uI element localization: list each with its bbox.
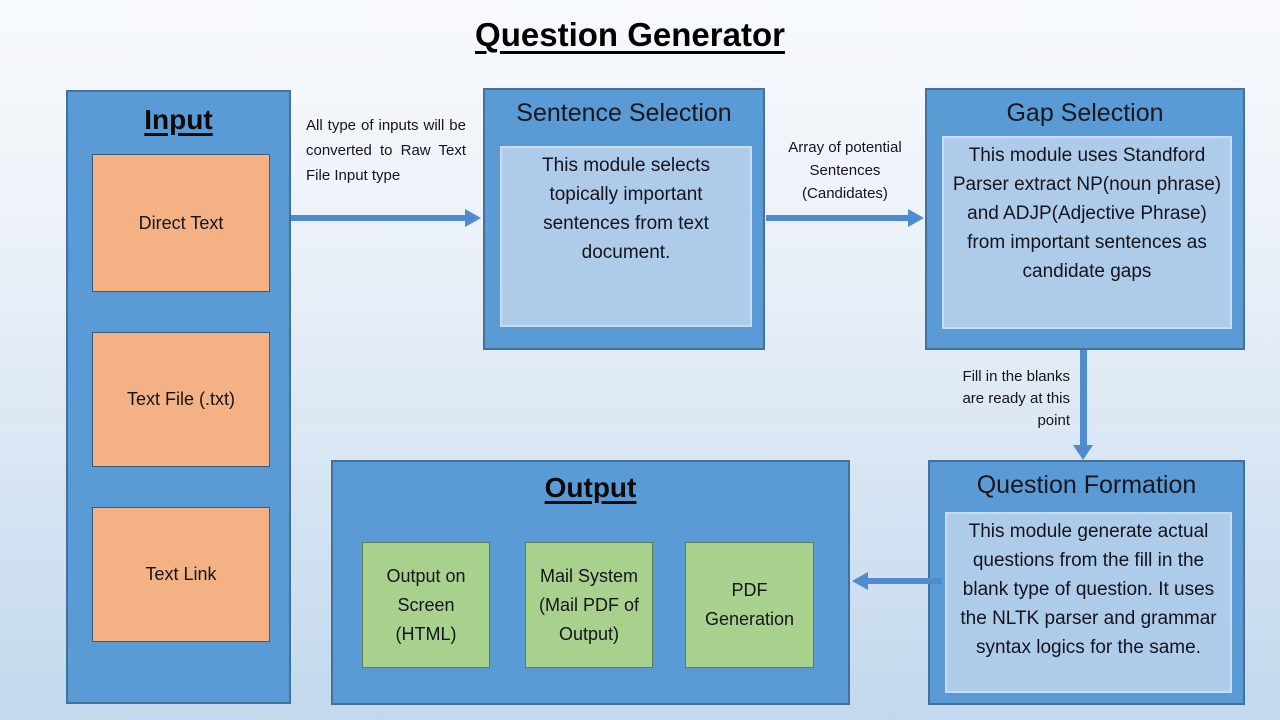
annotation-sentence-to-gap: Array of potential Sentences (Candidates… [788, 139, 902, 202]
gap-selection-body: This module uses Standford Parser extrac… [942, 136, 1232, 329]
annotation-input-to-sentence: All type of inputs will be converted to … [306, 117, 466, 184]
arrow-input-to-sentence [291, 209, 481, 227]
question-formation-box: Question Formation This module generate … [928, 460, 1245, 705]
arrow-question-to-output [852, 572, 942, 590]
output-item-screen: Output on Screen (HTML) [362, 542, 490, 668]
output-box-title: Output [544, 472, 637, 503]
question-formation-body: This module generate actual questions fr… [945, 512, 1232, 693]
input-item-direct-text: Direct Text [92, 154, 270, 292]
arrow-left-icon [852, 572, 868, 590]
arrow-sentence-to-gap [766, 209, 924, 227]
input-item-text-file: Text File (.txt) [92, 332, 270, 467]
question-formation-title: Question Formation [976, 471, 1197, 499]
input-box-title: Input [144, 104, 213, 135]
arrow-shaft [868, 578, 942, 584]
annotation-gap-to-question: Fill in the blanks are ready at this poi… [962, 368, 1070, 429]
arrow-down-icon [1073, 445, 1093, 460]
arrow-shaft [1079, 350, 1087, 445]
sentence-selection-box: Sentence Selection This module selects t… [483, 88, 765, 350]
gap-selection-title: Gap Selection [1006, 99, 1164, 127]
arrow-shaft [291, 215, 465, 221]
arrow-gap-to-question [1073, 350, 1093, 460]
sentence-selection-title: Sentence Selection [516, 99, 732, 127]
input-item-text-link: Text Link [92, 507, 270, 642]
arrow-right-icon [908, 209, 924, 227]
input-box: Input Direct Text Text File (.txt) Text … [66, 90, 291, 704]
output-box: Output Output on Screen (HTML) Mail Syst… [331, 460, 850, 705]
output-item-mail: Mail System (Mail PDF of Output) [525, 542, 653, 668]
gap-selection-box: Gap Selection This module uses Standford… [925, 88, 1245, 350]
sentence-selection-body: This module selects topically important … [500, 146, 752, 327]
output-item-pdf: PDF Generation [685, 542, 814, 668]
page-title: Question Generator [475, 16, 785, 53]
arrow-right-icon [465, 209, 481, 227]
arrow-shaft [766, 215, 908, 221]
